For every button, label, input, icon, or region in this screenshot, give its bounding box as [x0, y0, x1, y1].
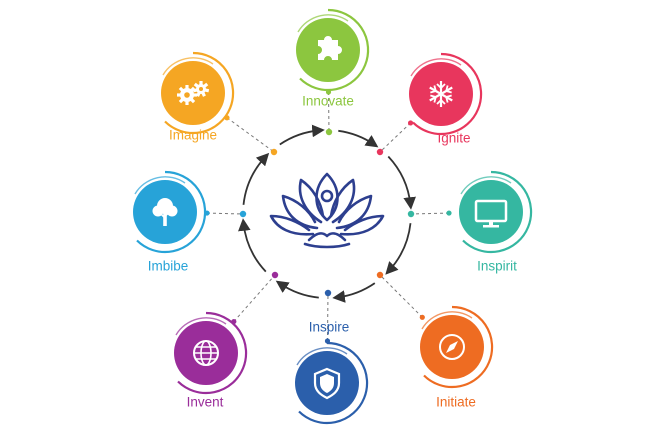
- node-inspirit-outer-arc: [462, 170, 533, 254]
- ring-dot-innovate: [325, 128, 333, 136]
- connector-ignite: [379, 122, 411, 153]
- connector-invent: [233, 274, 276, 322]
- ring-arrow: [242, 152, 270, 205]
- globe-icon: [193, 340, 219, 366]
- ring-dot-invent: [271, 271, 279, 279]
- node-imagine: [161, 51, 235, 135]
- monitor-icon: [474, 199, 508, 228]
- label-imbibe: Imbibe: [147, 258, 189, 274]
- connector-lines: [204, 89, 452, 344]
- label-ignite: Ignite: [437, 130, 471, 146]
- node-invent-outer-arc: [177, 311, 248, 395]
- ring-arrow: [338, 129, 379, 148]
- node-inspirit: [459, 170, 533, 254]
- label-imagine: Imagine: [168, 127, 218, 143]
- node-inspire-outer-arc: [298, 341, 369, 425]
- node-imagine-outer-arc: [164, 51, 235, 135]
- tree-icon: [152, 198, 178, 226]
- puzzle-icon: [318, 36, 342, 60]
- node-imbibe-outer-arc: [136, 170, 207, 254]
- ring-dot-imbibe: [239, 210, 247, 218]
- ring-dot-inspire: [324, 289, 332, 297]
- ring-arrow: [332, 282, 376, 303]
- compass-icon: [439, 334, 465, 360]
- connector-imagine: [226, 117, 275, 153]
- connector-imbibe: [206, 212, 244, 215]
- connector-end-dot-inspirit: [446, 210, 452, 216]
- gears-icon: [177, 81, 210, 105]
- connector-end-dot-ignite: [407, 120, 414, 126]
- ring-dot-inspirit: [407, 210, 415, 218]
- connector-inspirit: [410, 212, 450, 215]
- ring-arrow: [387, 155, 416, 210]
- shield-icon: [313, 367, 341, 400]
- ring-dot-imagine: [270, 148, 278, 156]
- node-innovate-outer-arc: [299, 8, 370, 92]
- lotus-icon: [269, 172, 385, 249]
- connector-end-dot-initiate: [419, 314, 425, 320]
- ring-dot-ignite: [376, 148, 384, 156]
- ring-arrow: [279, 124, 325, 146]
- label-inspire: Inspire: [308, 319, 350, 335]
- node-innovate: [296, 8, 370, 92]
- node-ignite: [409, 52, 483, 136]
- ring-dot-initiate: [376, 271, 384, 279]
- node-imbibe: [133, 170, 207, 254]
- node-invent: [174, 311, 248, 395]
- ring-arrow: [238, 218, 267, 273]
- label-innovate: Innovate: [302, 93, 354, 109]
- cycle-ring: [238, 124, 416, 303]
- node-inspire: [295, 341, 369, 425]
- label-invent: Invent: [186, 394, 224, 410]
- ring-arrow: [275, 280, 319, 299]
- node-ignite-outer-arc: [412, 52, 483, 136]
- label-inspirit: Inspirit: [477, 258, 517, 274]
- connector-inspire: [326, 292, 329, 342]
- node-initiate: [420, 305, 494, 389]
- connector-initiate: [379, 274, 423, 318]
- label-initiate: Initiate: [436, 394, 476, 410]
- node-inspirit-disc: [459, 180, 523, 244]
- ring-arrow: [385, 223, 412, 275]
- node-initiate-outer-arc: [423, 305, 494, 389]
- snowflake-icon: [429, 81, 453, 107]
